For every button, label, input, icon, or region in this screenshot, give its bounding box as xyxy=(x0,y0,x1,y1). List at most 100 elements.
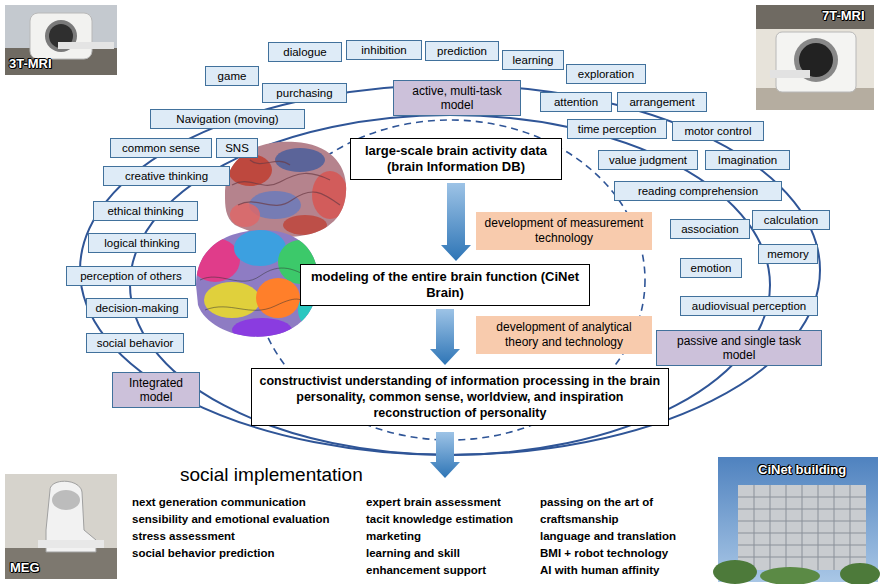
node-text: passive and single task model xyxy=(663,334,815,362)
photo-label: MEG xyxy=(10,560,40,575)
technology-box: development of measurement technology xyxy=(476,212,652,250)
flow-arrow xyxy=(441,183,471,261)
node-text: attention xyxy=(547,95,605,109)
node-text: emotion xyxy=(687,261,735,275)
mri-3t-photo xyxy=(5,5,117,75)
node-text: purchasing xyxy=(269,86,340,100)
list-item: learning and skill enhancement support xyxy=(366,545,536,579)
model-box: active, multi-task model xyxy=(393,80,521,116)
list-item: stress assessment xyxy=(132,528,329,545)
list-item: tacit knowledge estimation xyxy=(366,511,536,528)
task-box: prediction xyxy=(425,41,499,61)
node-text: logical thinking xyxy=(95,236,189,250)
node-text: association xyxy=(677,222,743,236)
node-text: motor control xyxy=(679,124,757,138)
task-box: common sense xyxy=(110,138,212,158)
node-text: exploration xyxy=(573,67,639,81)
implementation-list: expert brain assessmenttacit knowledge e… xyxy=(366,494,536,579)
implementation-list: passing on the art of craftsmanshiplangu… xyxy=(540,494,712,579)
photo-label: 7T-MRI xyxy=(822,8,865,23)
task-box: exploration xyxy=(566,64,646,84)
node-text: social behavior xyxy=(93,336,177,350)
implementation-list: next generation communicationsensibility… xyxy=(132,494,329,562)
task-box: SNS xyxy=(216,138,258,158)
node-text: perception of others xyxy=(73,269,189,283)
task-box: Imagination xyxy=(705,150,790,170)
task-box: inhibition xyxy=(346,40,422,60)
task-box: value judgment xyxy=(598,150,698,170)
node-text: time perception xyxy=(574,122,660,136)
building-photo xyxy=(713,457,880,584)
task-box: reading comprehension xyxy=(614,181,782,201)
task-box: attention xyxy=(540,92,612,112)
stage-box: large-scale brain activity data (brain I… xyxy=(350,138,562,180)
node-text: inhibition xyxy=(353,43,415,57)
task-box: ethical thinking xyxy=(93,201,198,221)
task-box: association xyxy=(670,219,750,239)
flow-arrow xyxy=(430,309,460,365)
node-text: Integrated model xyxy=(119,376,193,404)
node-text: memory xyxy=(765,247,811,261)
node-text: value judgment xyxy=(605,153,691,167)
node-text: learning xyxy=(509,53,557,67)
task-box: Navigation (moving) xyxy=(150,109,305,129)
node-text: decision-making xyxy=(93,301,181,315)
task-box: social behavior xyxy=(86,333,184,353)
node-text: dialogue xyxy=(275,45,335,59)
task-box: logical thinking xyxy=(88,233,196,253)
task-box: motor control xyxy=(672,121,764,141)
list-item: expert brain assessment xyxy=(366,494,536,511)
node-text: SNS xyxy=(223,141,251,155)
list-item: social behavior prediction xyxy=(132,545,329,562)
technology-box: development of analytical theory and tec… xyxy=(476,316,652,354)
list-item: language and translation xyxy=(540,528,712,545)
task-box: dialogue xyxy=(268,42,342,62)
meg-photo xyxy=(5,474,117,579)
node-text: audiovisual perception xyxy=(687,299,811,313)
result-box: constructivist understanding of informat… xyxy=(251,368,670,426)
task-box: creative thinking xyxy=(103,166,230,186)
mri-7t-photo xyxy=(756,5,874,110)
list-item: sensibility and emotional evaluation xyxy=(132,511,329,528)
section-heading: social implementation xyxy=(180,464,363,486)
list-item: passing on the art of craftsmanship xyxy=(540,494,712,528)
node-text: common sense xyxy=(117,141,205,155)
list-item: marketing xyxy=(366,528,536,545)
model-box: Integrated model xyxy=(112,372,200,408)
stage-box: modeling of the entire brain function (C… xyxy=(300,264,590,306)
node-text: large-scale brain activity data (brain I… xyxy=(359,143,553,175)
task-box: perception of others xyxy=(66,266,196,286)
list-item: next generation communication xyxy=(132,494,329,511)
node-text: Navigation (moving) xyxy=(157,112,298,126)
node-text: personality, common sense, worldview, an… xyxy=(260,389,661,405)
node-text: constructivist understanding of informat… xyxy=(260,373,661,389)
flow-arrow-down xyxy=(430,432,460,478)
model-box: passive and single task model xyxy=(656,330,822,366)
list-item: BMI + robot technology xyxy=(540,545,712,562)
task-box: audiovisual perception xyxy=(680,296,818,316)
task-box: decision-making xyxy=(86,298,188,318)
list-item: AI with human affinity xyxy=(540,562,712,579)
task-box: memory xyxy=(758,244,818,264)
node-text: arrangement xyxy=(624,95,700,109)
node-text: active, multi-task model xyxy=(400,84,514,112)
node-text: reading comprehension xyxy=(621,184,775,198)
task-box: game xyxy=(205,66,259,86)
task-box: learning xyxy=(502,50,564,70)
task-box: calculation xyxy=(752,210,830,230)
photo-label: 3T-MRI xyxy=(9,56,52,71)
node-text: reconstruction of personality xyxy=(260,405,661,421)
task-box: emotion xyxy=(680,258,742,278)
node-text: creative thinking xyxy=(110,169,223,183)
node-text: modeling of the entire brain function (C… xyxy=(309,269,581,301)
node-text: prediction xyxy=(432,44,492,58)
task-box: arrangement xyxy=(617,92,707,112)
node-text: Imagination xyxy=(712,153,783,167)
node-text: ethical thinking xyxy=(100,204,191,218)
node-text: calculation xyxy=(759,213,823,227)
node-text: development of measurement technology xyxy=(482,216,646,246)
task-box: time perception xyxy=(567,119,667,139)
node-text: development of analytical theory and tec… xyxy=(482,320,646,350)
task-box: purchasing xyxy=(262,83,347,103)
